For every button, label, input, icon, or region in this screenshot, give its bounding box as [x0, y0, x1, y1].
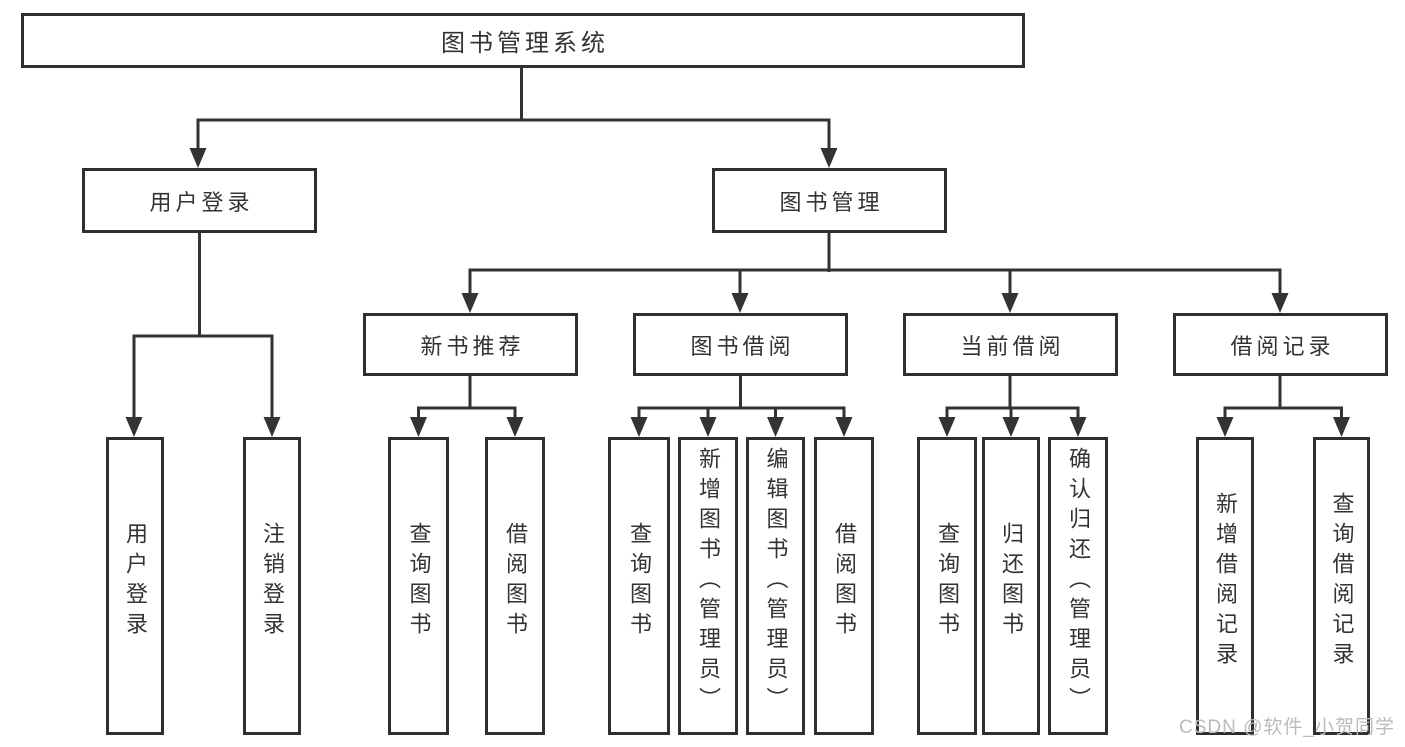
leaf-query-books-2: 查询图书 — [608, 437, 670, 735]
leaf-label: 用户登录 — [123, 522, 148, 642]
node-label: 用户登录 — [149, 189, 254, 215]
node-label: 当前借阅 — [960, 333, 1065, 359]
leaf-add-borrow-record: 新增借阅记录 — [1196, 437, 1254, 735]
leaf-add-book-admin: 新增图书（管理员） — [678, 437, 738, 735]
leaf-edit-book-admin: 编辑图书（管理员） — [746, 437, 805, 735]
node-book-management: 图书管理 — [712, 168, 947, 233]
leaf-label: 注销登录 — [260, 522, 285, 642]
leaf-borrow-books-2: 借阅图书 — [814, 437, 874, 735]
leaf-label: 查询图书 — [935, 522, 960, 642]
leaf-label: 查询借阅记录 — [1329, 492, 1355, 672]
node-label: 图书借阅 — [690, 333, 795, 359]
leaf-return-books: 归还图书 — [982, 437, 1040, 735]
node-new-book-recommend: 新书推荐 — [363, 313, 578, 376]
leaf-confirm-return-admin: 确认归还（管理员） — [1048, 437, 1108, 735]
leaf-query-books-3: 查询图书 — [917, 437, 977, 735]
leaf-label: 新增图书（管理员） — [696, 447, 721, 717]
node-library-management-system: 图书管理系统 — [21, 13, 1025, 68]
leaf-query-books-1: 查询图书 — [388, 437, 449, 735]
node-label: 新书推荐 — [420, 333, 525, 359]
node-book-borrowing: 图书借阅 — [633, 313, 848, 376]
node-label: 图书管理系统 — [441, 30, 609, 57]
leaf-label: 借阅图书 — [503, 522, 528, 642]
leaf-query-borrow-record: 查询借阅记录 — [1313, 437, 1370, 735]
leaf-label: 确认归还（管理员） — [1066, 447, 1091, 717]
leaf-label: 借阅图书 — [832, 522, 857, 642]
leaf-user-login: 用户登录 — [106, 437, 164, 735]
csdn-watermark: CSDN @软件_小贺同学 — [1179, 717, 1395, 738]
leaf-borrow-books-1: 借阅图书 — [485, 437, 545, 735]
leaf-label: 查询图书 — [406, 522, 432, 642]
leaf-label: 查询图书 — [627, 522, 652, 642]
node-user-login: 用户登录 — [82, 168, 317, 233]
node-borrowing-records: 借阅记录 — [1173, 313, 1388, 376]
leaf-label: 编辑图书（管理员） — [763, 447, 789, 717]
leaf-label: 新增借阅记录 — [1213, 492, 1238, 672]
leaf-label: 归还图书 — [999, 522, 1024, 642]
node-label: 图书管理 — [779, 189, 884, 215]
node-label: 借阅记录 — [1230, 333, 1335, 359]
leaf-logout: 注销登录 — [243, 437, 301, 735]
node-current-borrowing: 当前借阅 — [903, 313, 1118, 376]
